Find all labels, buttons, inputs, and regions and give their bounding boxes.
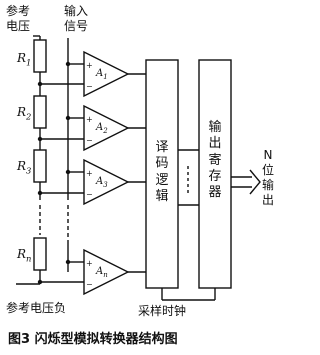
flash-adc-diagram: + − + − + − + − xyxy=(16,35,261,301)
resistor-label-rn: Rn xyxy=(17,247,32,264)
comparator-a3 xyxy=(83,158,130,206)
ref-voltage-neg-label: 参考电压负 xyxy=(6,301,67,315)
svg-text:−: − xyxy=(86,190,93,199)
comparator-label-a2: A2 xyxy=(96,122,108,135)
svg-text:−: − xyxy=(86,280,93,289)
input-signal-label: 输入 信号 xyxy=(64,4,89,33)
comparator-label-an: An xyxy=(96,266,108,279)
figure-caption: 图3 闪烁型模拟转换器结构图 xyxy=(8,332,178,347)
resistor-label-r3: R3 xyxy=(17,159,32,176)
comparator-a1 xyxy=(83,50,130,98)
svg-text:+: + xyxy=(86,61,93,70)
resistor-rn xyxy=(33,237,47,271)
register-label: 输出寄存器 xyxy=(208,120,222,200)
comparator-label-a3: A3 xyxy=(96,176,108,189)
resistor-label-r1: R1 xyxy=(17,51,32,68)
svg-text:+: + xyxy=(86,169,93,178)
comparator-a2 xyxy=(83,104,130,152)
svg-text:−: − xyxy=(86,136,93,145)
resistor-r3 xyxy=(33,149,47,183)
sample-clock-label: 采样时钟 xyxy=(138,304,187,318)
decoder-label: 译码逻辑 xyxy=(155,140,169,204)
svg-text:+: + xyxy=(86,259,93,268)
resistor-r2 xyxy=(33,95,47,129)
resistor-label-r2: R2 xyxy=(17,105,32,122)
ref-voltage-top-label: 参考 电压 xyxy=(6,4,31,33)
svg-text:−: − xyxy=(86,82,93,91)
figure: + − + − + − + − 参考 电压 输入 信号 R1 R2 R3 Rn A1 A… xyxy=(6,4,274,347)
comparator-an xyxy=(83,248,130,296)
n-bit-output-label: N 位 输 出 xyxy=(261,148,274,207)
resistor-r1 xyxy=(33,39,47,73)
comparator-label-a1: A1 xyxy=(96,68,108,81)
svg-text:+: + xyxy=(86,115,93,124)
